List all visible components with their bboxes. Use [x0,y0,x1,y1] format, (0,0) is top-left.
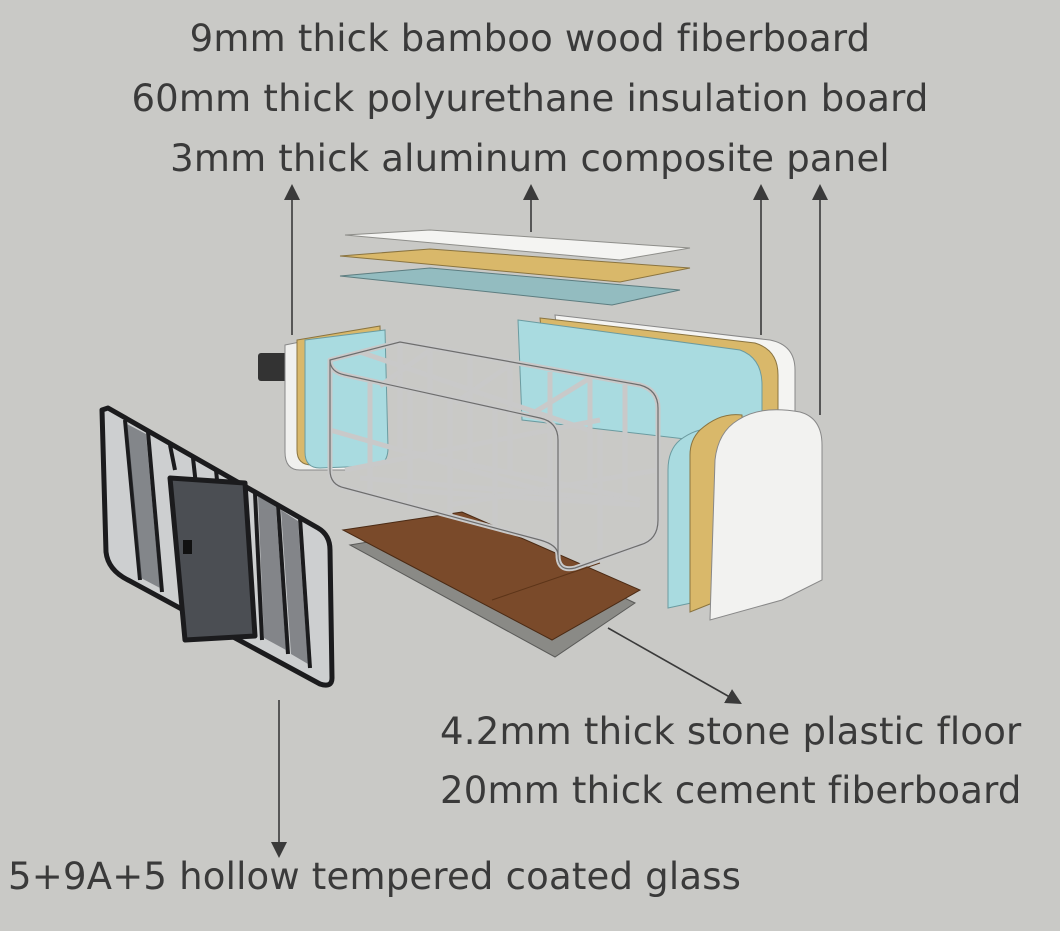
label-bamboo-fiberboard: 9mm thick bamboo wood fiberboard [189,17,871,60]
glass-door-panel [99,405,335,688]
label-polyurethane-insulation: 60mm thick polyurethane insulation board [131,77,929,120]
wall-handle [258,353,292,381]
label-aluminum-composite: 3mm thick aluminum composite panel [170,137,890,180]
roof-aluminum-layer [344,229,691,261]
glass-door-leaf [167,475,258,643]
floor-layers [341,511,642,658]
right-wall-aluminum [709,409,823,621]
leader-arrows [271,184,828,858]
roof-fiberboard-layer [339,248,691,283]
roof-layers [339,229,691,306]
door-handle [183,540,192,554]
label-hollow-glass: 5+9A+5 hollow tempered coated glass [8,855,742,898]
frame-shading [329,341,659,570]
floor-stone-plastic-layer [341,511,642,641]
right-wall-layers [667,409,823,621]
roof-insulation-layer [339,267,681,306]
label-stone-plastic-floor: 4.2mm thick stone plastic floor [440,710,1022,753]
arrow-floor [607,627,742,704]
left-wall-layers [258,325,389,471]
label-cement-fiberboard: 20mm thick cement fiberboard [440,769,1022,812]
